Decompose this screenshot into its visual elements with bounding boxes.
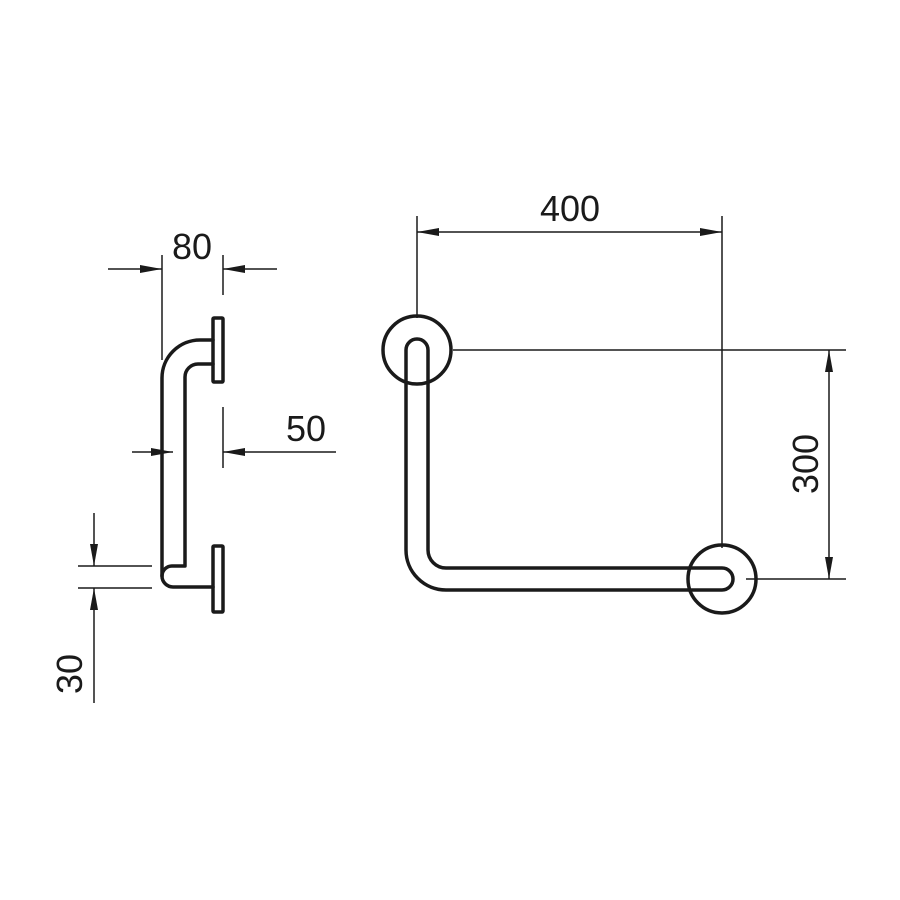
dimension-400: 400 xyxy=(416,188,723,548)
dimension-80-label: 80 xyxy=(172,226,212,267)
side-view-bar-inner xyxy=(160,362,215,578)
dimension-30: 30 xyxy=(49,513,152,703)
front-view xyxy=(381,314,758,615)
side-view xyxy=(160,316,225,614)
dimension-30-label: 30 xyxy=(49,654,90,694)
front-view-top-flange xyxy=(381,314,453,386)
dimension-50: 50 xyxy=(132,407,336,468)
side-view-bar-outline xyxy=(160,338,215,589)
dimension-300: 300 xyxy=(453,349,846,580)
dimension-50-label: 50 xyxy=(286,408,326,449)
front-view-bar-outline xyxy=(404,337,735,592)
dimension-400-label: 400 xyxy=(540,188,600,229)
side-view-bottom-flange xyxy=(211,544,225,614)
side-view-top-flange xyxy=(211,316,225,384)
front-view-bottom-flange xyxy=(686,543,758,615)
dimension-80: 80 xyxy=(108,226,277,360)
dimension-300-label: 300 xyxy=(785,434,826,494)
